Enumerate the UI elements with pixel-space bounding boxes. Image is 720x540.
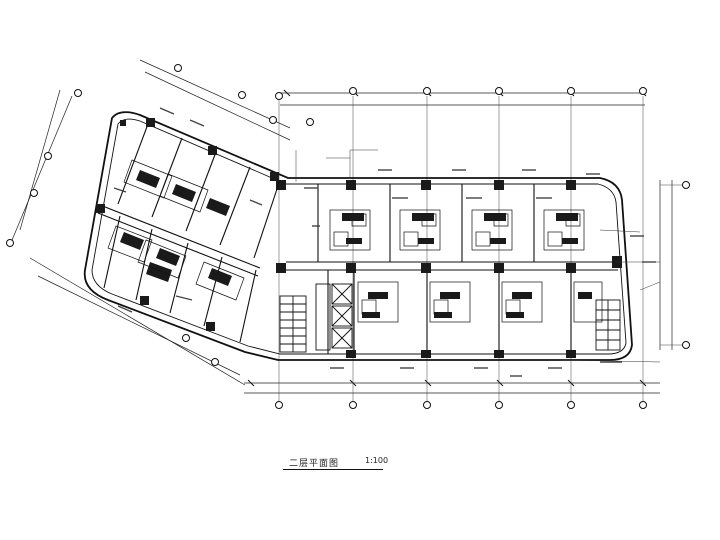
dimension-ticks [247, 89, 647, 387]
drawing-scale: 1:100 [365, 456, 389, 465]
bathroom-blocks-lower [357, 281, 603, 323]
axis-bubbles [6, 64, 690, 409]
drawing-title-block: 二层平面图 1:100 [283, 452, 388, 474]
dimension-lines [9, 59, 673, 394]
left-wing-fixtures [96, 118, 279, 331]
left-wing-bathrooms [107, 159, 245, 301]
bathroom-blocks-upper [329, 209, 585, 251]
drawing-title: 二层平面图 [289, 459, 340, 469]
fixture-hatches [276, 180, 622, 358]
annotation-marks [113, 107, 656, 377]
core-stairs-elevators [279, 283, 621, 353]
guest-room-walls [286, 184, 618, 354]
title-underline [283, 469, 383, 470]
building-outline [83, 111, 633, 361]
